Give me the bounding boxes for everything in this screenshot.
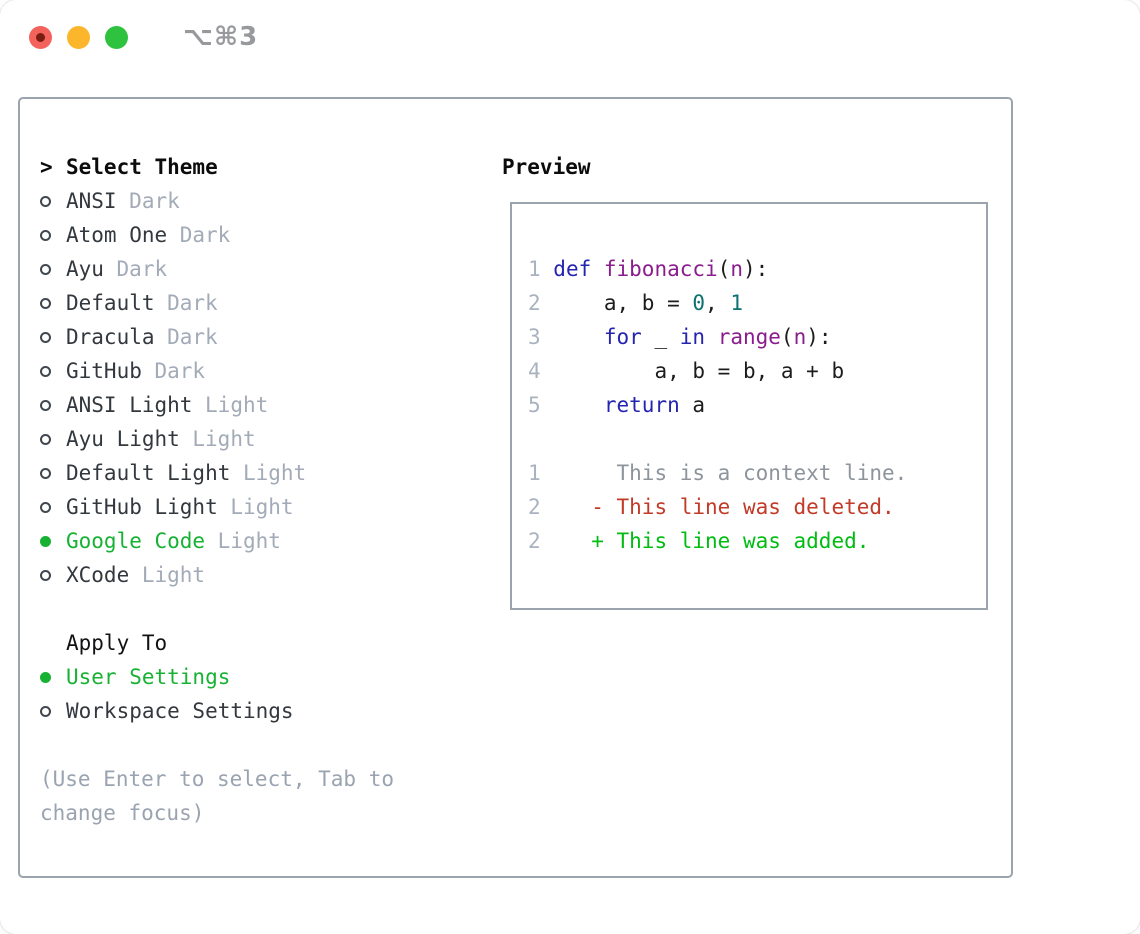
theme-item-default-light[interactable]: Default Light Light [40, 456, 394, 490]
theme-item-github-dark[interactable]: GitHub Dark [40, 354, 394, 388]
theme-name: Default [66, 291, 155, 315]
window-title: ⌥⌘3 [183, 22, 259, 52]
theme-name: Google Code [66, 529, 206, 553]
theme-item-dracula-dark[interactable]: Dracula Dark [40, 320, 394, 354]
radio-icon [40, 195, 66, 207]
theme-variant: Light [192, 427, 256, 451]
minimize-button[interactable] [67, 25, 90, 49]
radio-icon [40, 399, 66, 411]
spacer [40, 728, 394, 762]
blank-line [528, 422, 986, 456]
title-bar: ⌥⌘3 [0, 0, 1140, 74]
theme-name: Default Light [66, 461, 231, 485]
code-preview: 1 def fibonacci(n): 2 a, b = 0, 1 3 for … [512, 204, 986, 558]
code-line: 5 return a [528, 393, 706, 417]
radio-icon [40, 365, 66, 377]
radio-icon [40, 229, 66, 241]
theme-variant: Dark [129, 189, 180, 213]
theme-item-ayu-light[interactable]: Ayu Light Light [40, 422, 394, 456]
radio-icon [40, 569, 66, 581]
apply-option-workspace-settings[interactable]: Workspace Settings [40, 694, 394, 728]
apply-option-label: Workspace Settings [66, 699, 294, 723]
theme-name: Ayu [66, 257, 104, 281]
theme-item-ansi-dark[interactable]: ANSI Dark [40, 184, 394, 218]
theme-variant: Light [205, 393, 269, 417]
theme-variant: Dark [167, 325, 218, 349]
theme-name: Atom One [66, 223, 168, 247]
preview-title: Preview [502, 155, 591, 179]
code-line: 1 def fibonacci(n): [528, 257, 769, 281]
radio-icon [40, 331, 66, 343]
diff-added-line: 2 + This line was added. [528, 529, 870, 553]
preview-box: 1 def fibonacci(n): 2 a, b = 0, 1 3 for … [510, 202, 988, 610]
apply-option-label: User Settings [66, 665, 231, 689]
theme-name: Ayu Light [66, 427, 180, 451]
code-line: 3 for _ in range(n): [528, 325, 832, 349]
theme-variant: Light [230, 495, 294, 519]
select-theme-title: Select Theme [66, 155, 218, 179]
theme-variant: Dark [116, 257, 168, 281]
theme-picker-panel: > Select Theme ANSI Dark Atom One Dark A… [18, 97, 1013, 878]
radio-icon [40, 263, 66, 275]
theme-list: > Select Theme ANSI Dark Atom One Dark A… [40, 150, 394, 830]
theme-item-github-light[interactable]: GitHub Light Light [40, 490, 394, 524]
code-line: 4 a, b = b, a + b [528, 359, 845, 383]
theme-item-xcode[interactable]: XCode Light [40, 558, 394, 592]
theme-name: GitHub Light [66, 495, 218, 519]
theme-variant: Dark [167, 291, 218, 315]
select-theme-header: > Select Theme [40, 150, 394, 184]
close-button[interactable] [29, 25, 52, 49]
radio-selected-icon [40, 671, 66, 683]
radio-selected-icon [40, 535, 66, 547]
apply-option-user-settings[interactable]: User Settings [40, 660, 394, 694]
theme-variant: Light [217, 529, 281, 553]
theme-item-google-code[interactable]: Google Code Light [40, 524, 394, 558]
theme-item-ansi-light[interactable]: ANSI Light Light [40, 388, 394, 422]
help-text-line1: (Use Enter to select, Tab to [40, 767, 395, 791]
theme-name: ANSI [66, 189, 117, 213]
radio-icon [40, 501, 66, 513]
radio-icon [40, 297, 66, 309]
theme-name: GitHub [66, 359, 142, 383]
radio-icon [40, 467, 66, 479]
theme-variant: Dark [179, 223, 231, 247]
cursor-icon: > [40, 155, 53, 179]
theme-name: ANSI Light [66, 393, 193, 417]
diff-context-line: 1 This is a context line. [528, 461, 908, 485]
radio-icon [40, 705, 66, 717]
theme-variant: Dark [154, 359, 206, 383]
apply-to-header: Apply To [40, 626, 394, 660]
theme-name: XCode [66, 563, 130, 587]
theme-variant: Light [242, 461, 307, 485]
code-line: 2 a, b = 0, 1 [528, 291, 743, 315]
help-text-line2: change focus) [40, 801, 205, 825]
diff-deleted-line: 2 - This line was deleted. [528, 495, 895, 519]
theme-variant: Light [141, 563, 206, 587]
spacer [40, 592, 394, 626]
theme-item-ayu-dark[interactable]: Ayu Dark [40, 252, 394, 286]
zoom-button[interactable] [105, 25, 128, 49]
theme-name: Dracula [66, 325, 155, 349]
theme-item-atom-one-dark[interactable]: Atom One Dark [40, 218, 394, 252]
radio-icon [40, 433, 66, 445]
theme-item-default-dark[interactable]: Default Dark [40, 286, 394, 320]
apply-to-title: Apply To [66, 631, 168, 655]
